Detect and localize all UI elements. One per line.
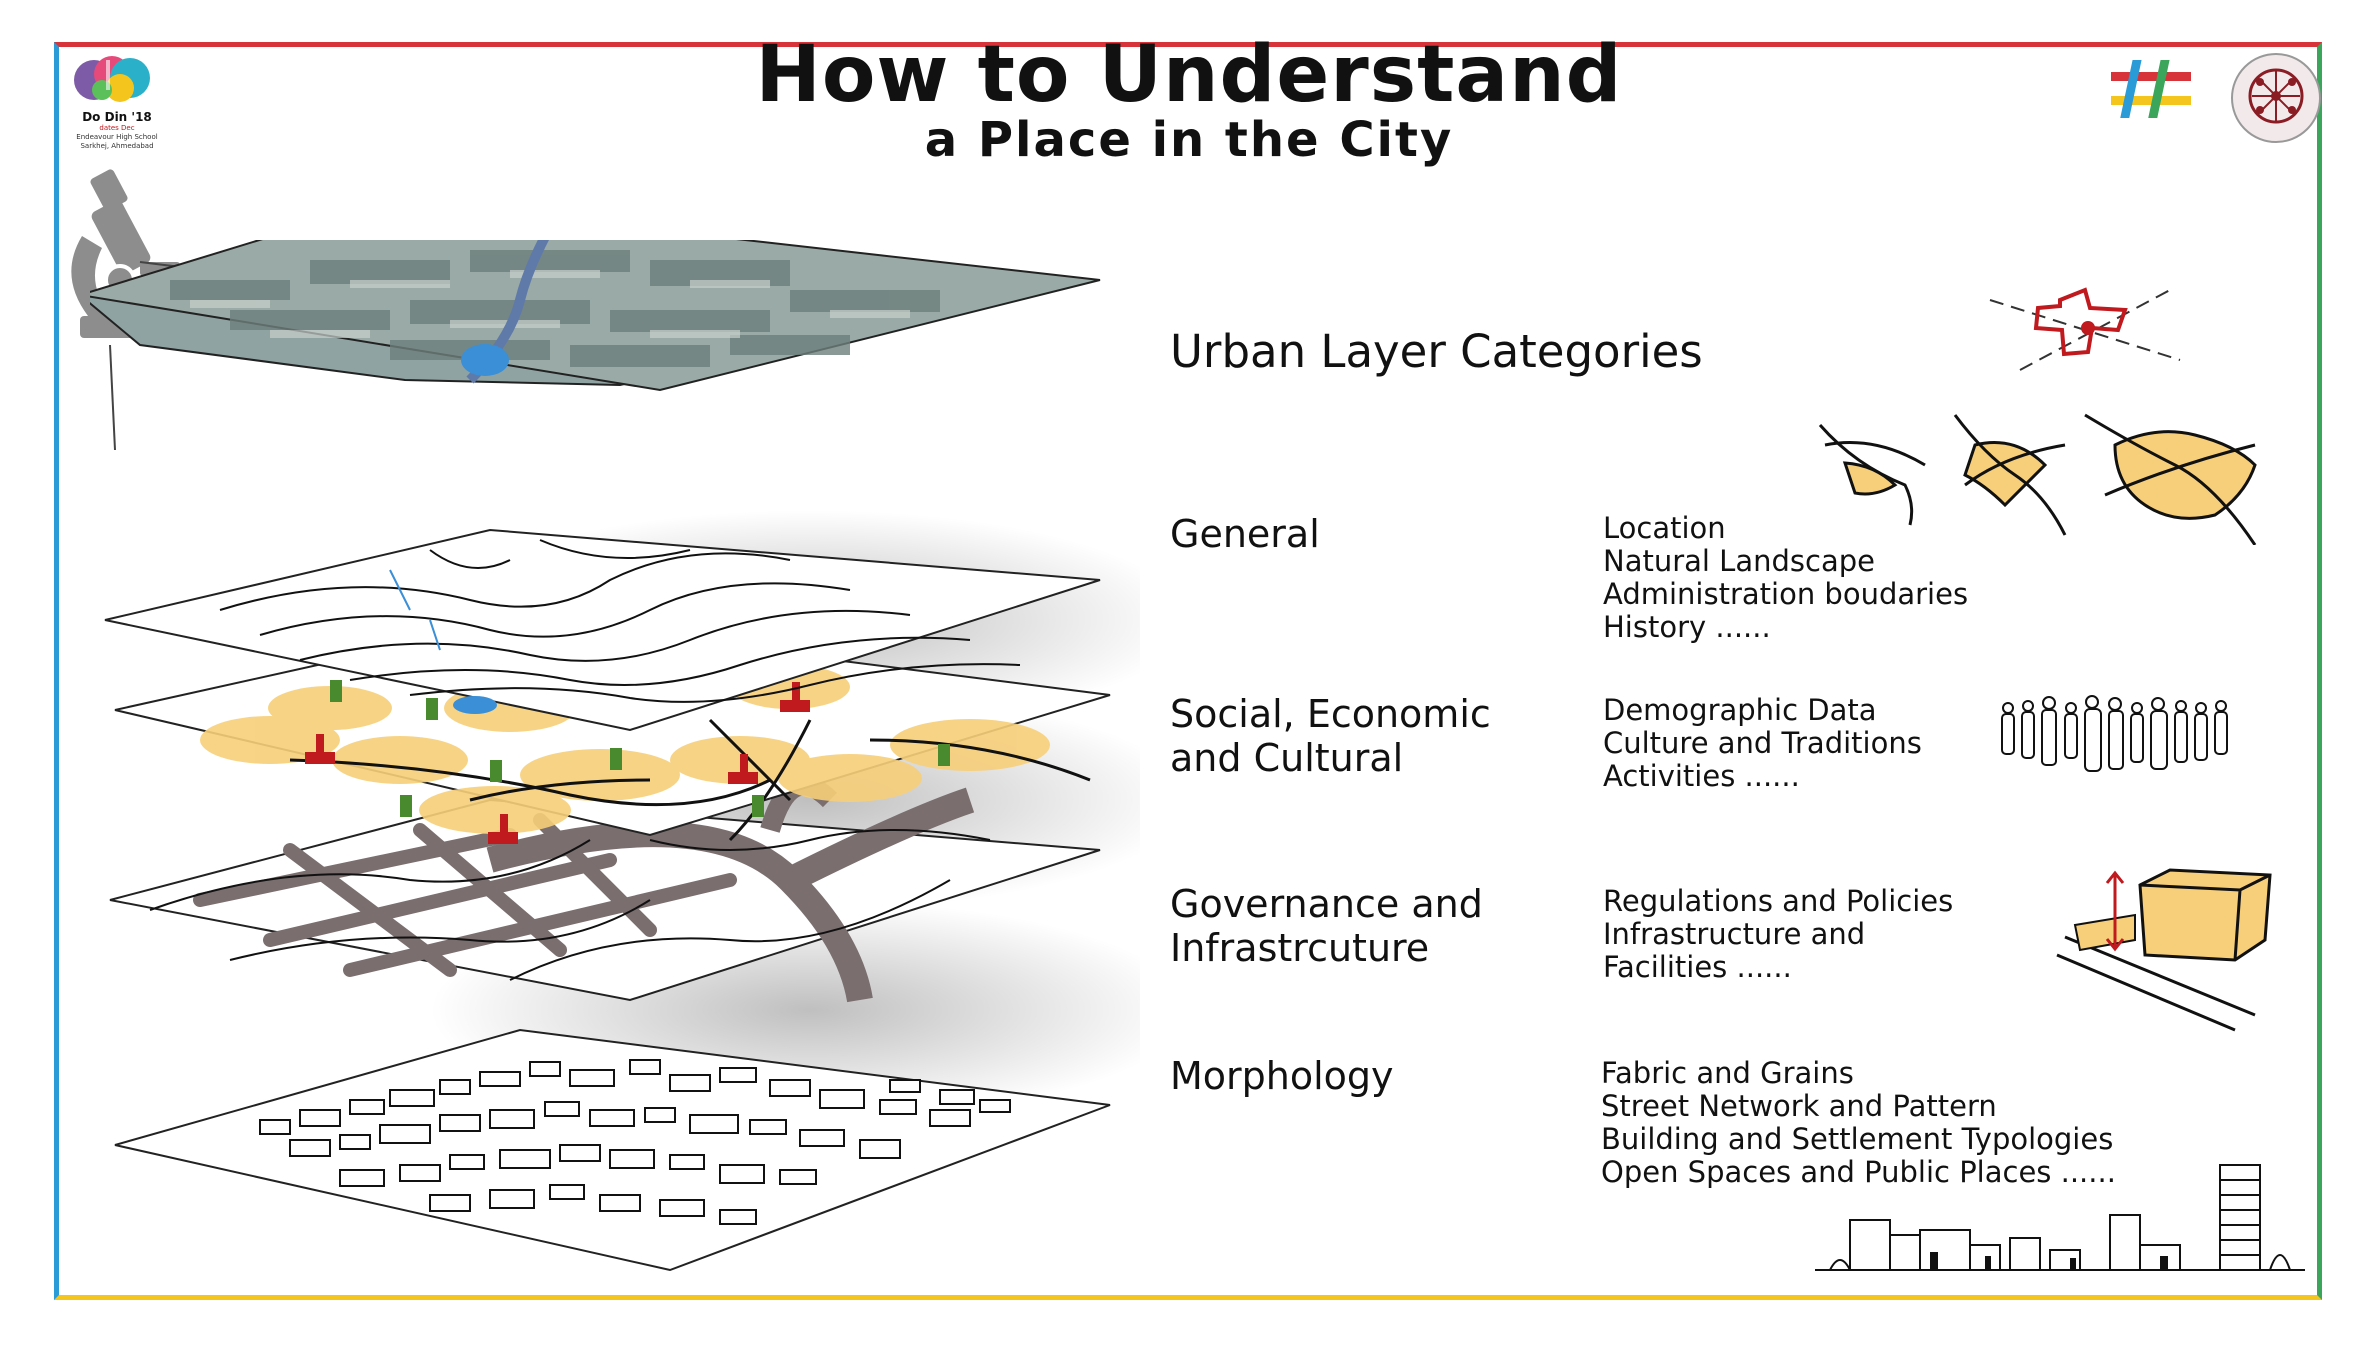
list-item: Building and Settlement Typologies — [1601, 1122, 2114, 1156]
category-social-label-line2: and Cultural — [1170, 736, 1404, 780]
list-item: Open Spaces and Public Places ...... — [1601, 1155, 2116, 1189]
urban-layers-stack — [90, 240, 1140, 1272]
layer-morphology — [114, 1028, 1111, 1272]
urban-layer-categories-heading: Urban Layer Categories — [1170, 325, 1703, 378]
list-item: Street Network and Pattern — [1601, 1089, 1997, 1123]
category-general-title: General — [1170, 512, 1320, 556]
research-network-seal-icon — [2231, 53, 2321, 143]
category-morphology-items: Fabric and Grains Street Network and Pat… — [1601, 1057, 2116, 1189]
category-social-items: Demographic Data Culture and Traditions … — [1603, 694, 1922, 793]
building-cube-sketch-icon — [2056, 868, 2272, 1032]
list-item: History ...... — [1603, 610, 1771, 644]
list-item: Activities ...... — [1603, 759, 1800, 793]
layer-topography — [104, 528, 1101, 732]
list-item: Regulations and Policies — [1603, 884, 1954, 918]
layer-satellite-map — [90, 240, 1101, 392]
dodin-logo-name: Do Din '18 — [82, 110, 152, 124]
category-general-label: General — [1170, 512, 1320, 556]
landscape-growth-sketch-icon — [1818, 413, 2257, 545]
list-item: Fabric and Grains — [1601, 1056, 1854, 1090]
list-item: Administration boudaries — [1603, 577, 1969, 611]
layer-infrastructure — [109, 775, 1101, 1003]
page-subtitle: a Place in the City — [924, 112, 1454, 168]
category-governance-label-line2: Infrastrcuture — [1170, 926, 1430, 970]
dodin-logo: Do Din '18 dates Dec Endeavour High Scho… — [72, 52, 162, 151]
page-title: How to Understand — [755, 30, 1623, 120]
list-item: Natural Landscape — [1603, 544, 1875, 578]
location-pin-sketch-icon — [1989, 287, 2181, 371]
category-morphology-label: Morphology — [1170, 1054, 1394, 1098]
category-general-items: Location Natural Landscape Administratio… — [1603, 512, 1968, 644]
poster-frame — [54, 42, 2322, 1300]
dodin-logo-line1: dates Dec — [99, 124, 135, 132]
list-item: Facilities ...... — [1603, 950, 1792, 984]
category-morphology-title: Morphology — [1170, 1054, 1394, 1098]
category-governance-items: Regulations and Policies Infrastructure … — [1603, 885, 1953, 984]
dodin-logo-line2: Endeavour High School — [76, 133, 158, 141]
skyline-sketch-icon — [1815, 1164, 2305, 1271]
people-silhouettes-icon — [2001, 695, 2228, 772]
list-item: Infrastructure and — [1603, 917, 1866, 951]
category-social-title: Social, Economic and Cultural — [1170, 692, 1491, 780]
dodin-logo-line3: Sarkhej, Ahmedabad — [80, 142, 154, 150]
category-governance-label-line1: Governance and — [1170, 882, 1483, 926]
category-social-label-line1: Social, Economic — [1170, 692, 1491, 736]
hashtag-logo-icon — [2111, 60, 2191, 118]
category-governance-title: Governance and Infrastrcuture — [1170, 882, 1483, 970]
list-item: Demographic Data — [1603, 693, 1877, 727]
list-item: Culture and Traditions — [1603, 726, 1922, 760]
dodin-logo-mark — [74, 56, 150, 102]
list-item: Location — [1603, 511, 1726, 545]
